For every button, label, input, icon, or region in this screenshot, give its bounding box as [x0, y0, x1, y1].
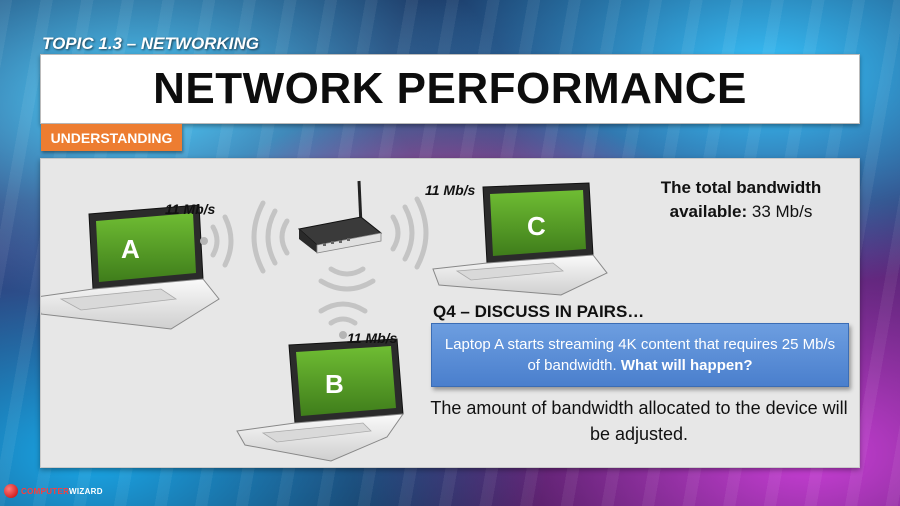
question-box: Laptop A starts streaming 4K content tha… — [431, 323, 849, 387]
logo-part1: COMPUTER — [21, 486, 70, 496]
router-icon — [297, 180, 383, 254]
total-bandwidth: The total bandwidth available: 33 Mb/s — [641, 176, 841, 224]
signal-waves-router-left — [251, 200, 290, 274]
laptop-a — [41, 204, 220, 330]
topic-label: TOPIC 1.3 – NETWORKING — [42, 34, 259, 53]
signal-dot-a — [200, 237, 208, 245]
bandwidth-line1: The total bandwidth — [660, 178, 822, 197]
laptop-a-letter: A — [121, 234, 140, 264]
speed-label-c: 11 Mb/s — [425, 182, 476, 198]
speed-label-b: 11 Mb/s — [347, 330, 398, 346]
answer-text: The amount of bandwidth allocated to the… — [430, 398, 848, 444]
signal-waves-router-right — [390, 196, 429, 270]
page-title: NETWORK PERFORMANCE — [153, 64, 747, 113]
question-text: Laptop A starts streaming 4K content tha… — [444, 336, 836, 374]
bandwidth-value: 33 Mb/s — [751, 202, 813, 221]
logo-ball-icon — [4, 484, 18, 498]
content-panel: A B C 11 Mb/s 11 Mb/s 11 Mb/s The total … — [40, 158, 860, 468]
signal-waves-a — [210, 214, 234, 268]
brand-logo: COMPUTERWIZARD — [4, 484, 103, 498]
signal-waves-router-down — [318, 266, 376, 292]
bandwidth-label: available: — [669, 202, 748, 221]
laptop-c — [432, 182, 608, 296]
signal-waves-b — [318, 301, 368, 326]
laptop-c-letter: C — [527, 211, 546, 241]
title-bar: NETWORK PERFORMANCE — [40, 54, 860, 124]
network-diagram — [41, 180, 429, 462]
signal-dot-b — [339, 331, 347, 339]
laptop-b-letter: B — [325, 369, 344, 399]
question-emphasis: What will happen? — [620, 357, 753, 374]
question-heading: Q4 – DISCUSS IN PAIRS… — [433, 302, 645, 321]
speed-label-a: 11 Mb/s — [165, 201, 216, 217]
laptop-b — [236, 338, 405, 462]
understanding-badge: UNDERSTANDING — [41, 124, 182, 151]
logo-part2: WIZARD — [69, 486, 103, 496]
logo-text: COMPUTERWIZARD — [21, 487, 103, 496]
